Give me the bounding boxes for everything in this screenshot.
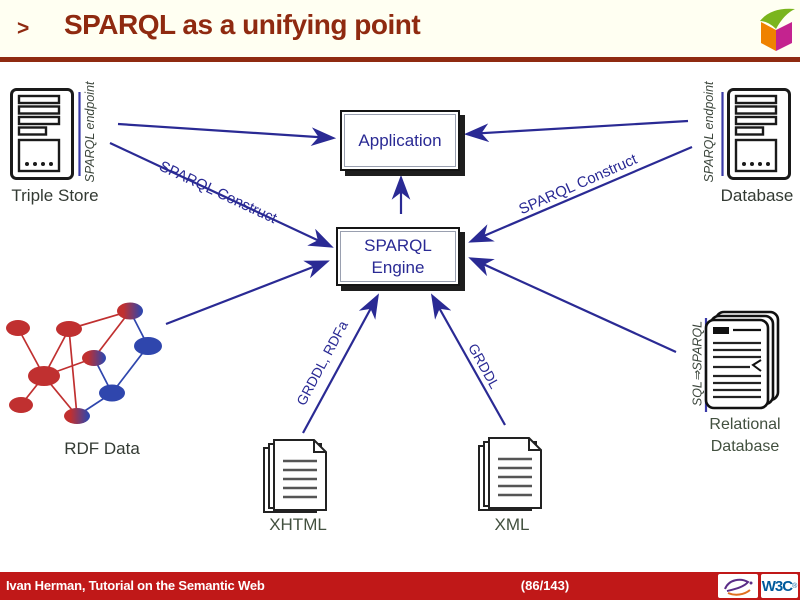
xml-documents-icon (478, 437, 542, 511)
relational-database-icon (704, 310, 780, 410)
w3c-logo: W3C® (761, 574, 798, 598)
rdf-data-label: RDF Data (64, 439, 140, 458)
cube-logo-left-face (761, 22, 776, 51)
xhtml-documents-icon (263, 439, 327, 513)
calligraphy-logo (718, 574, 758, 598)
database-label: Database (720, 186, 794, 205)
relational-database-label-line2: Database (710, 438, 780, 456)
arrow-database-application (463, 119, 689, 143)
header-divider (0, 57, 800, 62)
sql-to-sparql-label: SQL⇒SPARQL (690, 320, 705, 407)
arrow-database-engine (468, 145, 693, 243)
application-box: Application (340, 110, 460, 171)
torn-edge-notch (751, 359, 762, 372)
calligraphy-bird-icon (724, 578, 753, 596)
cube-logo-leaf (760, 8, 795, 29)
sparql-engine-box: SPARQL Engine (336, 227, 460, 286)
page-title: SPARQL as a unifying point (64, 9, 421, 40)
arrow-xml-engine (430, 293, 506, 426)
relational-database-label-line1: Relational (709, 416, 781, 433)
arrow-relationaldb-engine (468, 257, 677, 354)
arrow-triplestore-engine (109, 142, 334, 248)
database-server-icon (727, 88, 791, 180)
page-number: (86/143) (520, 578, 570, 593)
relational-database-label: Relational Database (694, 414, 796, 459)
rdf-graph-nodes (6, 302, 162, 424)
cube-logo-right-face (776, 22, 792, 51)
xml-label: XML (494, 515, 530, 534)
arrows (109, 119, 693, 434)
rdf-graph (6, 302, 162, 424)
triple-store-endpoint-label: SPARQL endpoint (83, 81, 97, 183)
triple-store-server-icon (10, 88, 74, 180)
sparql-engine-label-line2: Engine (371, 257, 425, 277)
title-bullet: > (17, 17, 30, 40)
arrow-xhtml-engine (302, 293, 379, 434)
sparql-engine-label-line1: SPARQL (364, 236, 432, 256)
footer-credit: Ivan Herman, Tutorial on the Semantic We… (6, 578, 265, 593)
slide-header: > SPARQL as a unifying point (0, 0, 800, 57)
database-endpoint-label: SPARQL endpoint (702, 81, 716, 183)
xhtml-label: XHTML (269, 515, 327, 534)
cube-logo (760, 8, 795, 51)
triple-store-label: Triple Store (11, 186, 99, 205)
footer-bar: Ivan Herman, Tutorial on the Semantic We… (0, 572, 800, 600)
arrow-triplestore-application (117, 122, 337, 146)
w3c-registered-mark: ® (792, 582, 798, 590)
application-label: Application (358, 130, 442, 150)
w3c-logo-text: W3C (761, 577, 793, 595)
arrow-rdfdata-engine (165, 260, 330, 326)
